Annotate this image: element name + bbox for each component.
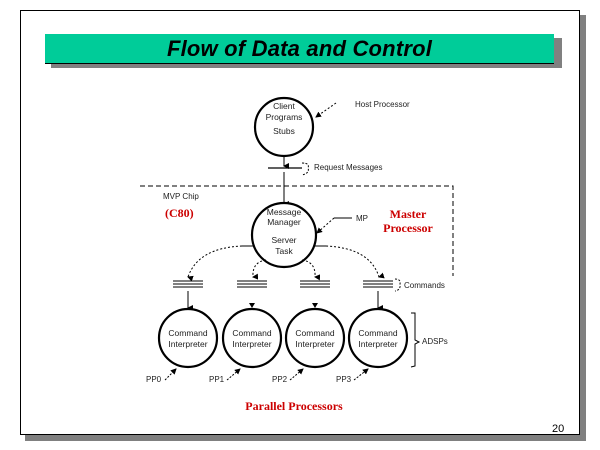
master-role-line-2: Processor [383,221,433,235]
page-number: 20 [552,423,565,435]
mp-pointer [316,217,335,234]
dispatch-arrow-pp2 [301,259,321,281]
master-line-3: Server [271,235,296,245]
request-messages-label: Request Messages [314,163,382,172]
adsps-brace [410,312,421,368]
interpreter-pp1-line-1: Command [232,328,271,338]
interpreter-pp3-line-2: Interpreter [358,339,397,349]
command-queue-pp1 [237,280,267,288]
queue-arrow-pp2 [312,303,318,308]
dispatch-arrow-pp0 [187,245,243,282]
interpreter-pp2: Command Interpreter [284,307,346,369]
master-line-2: Manager [267,217,301,227]
mp-label: MP [356,214,368,223]
host-processor-pointer [315,102,337,118]
client-node: Client Programs Stubs [253,96,315,158]
pp1-pointer [226,368,241,381]
host-processor-label: Host Processor [355,100,410,109]
pp3-label: PP3 [336,375,352,384]
interpreter-pp1: Command Interpreter [221,307,283,369]
title-bar: Flow of Data and Control [45,34,554,64]
parallel-processors-label: Parallel Processors [245,399,343,413]
dispatch-arrow-pp1 [252,259,267,280]
slide-title: Flow of Data and Control [166,35,433,61]
command-queue-pp2 [300,280,330,288]
interpreter-pp3-line-1: Command [358,328,397,338]
command-queue-pp0 [173,280,203,288]
mvp-chip-boundary [140,185,454,276]
adsps-label: ADSPs [422,337,448,346]
commands-label: Commands [404,281,445,290]
pp2-label: PP2 [272,375,288,384]
queue-arrow-pp1 [249,303,255,308]
command-queues [173,280,393,288]
master-line-1: Message [267,207,302,217]
mvp-chip-label: MVP Chip [163,192,199,201]
interpreter-pp2-line-1: Command [295,328,334,338]
pp0-pointer [164,368,177,381]
master-role-line-1: Master [390,207,427,221]
master-line-4: Task [275,246,293,256]
master-node: Message Manager Server Task [250,201,318,269]
pp0-label: PP0 [146,375,162,384]
pp3-pointer [353,368,369,381]
client-line-2: Programs [266,112,303,122]
c80-label: (C80) [165,206,194,220]
interpreter-pp0-line-2: Interpreter [168,339,207,349]
dispatch-arrow-pp3 [325,245,385,279]
interpreter-pp0-line-1: Command [168,328,207,338]
request-brace [301,162,309,176]
interpreter-pp1-line-2: Interpreter [232,339,271,349]
pp1-label: PP1 [209,375,225,384]
interpreter-pp0: Command Interpreter [157,307,219,369]
pp2-pointer [289,368,304,381]
client-line-3: Stubs [273,126,295,136]
interpreter-pp3: Command Interpreter [347,307,409,369]
interpreter-pp2-line-2: Interpreter [295,339,334,349]
commands-brace [394,278,401,292]
command-queue-pp3 [363,280,393,288]
client-line-1: Client [273,101,295,111]
master-circle [250,201,318,269]
